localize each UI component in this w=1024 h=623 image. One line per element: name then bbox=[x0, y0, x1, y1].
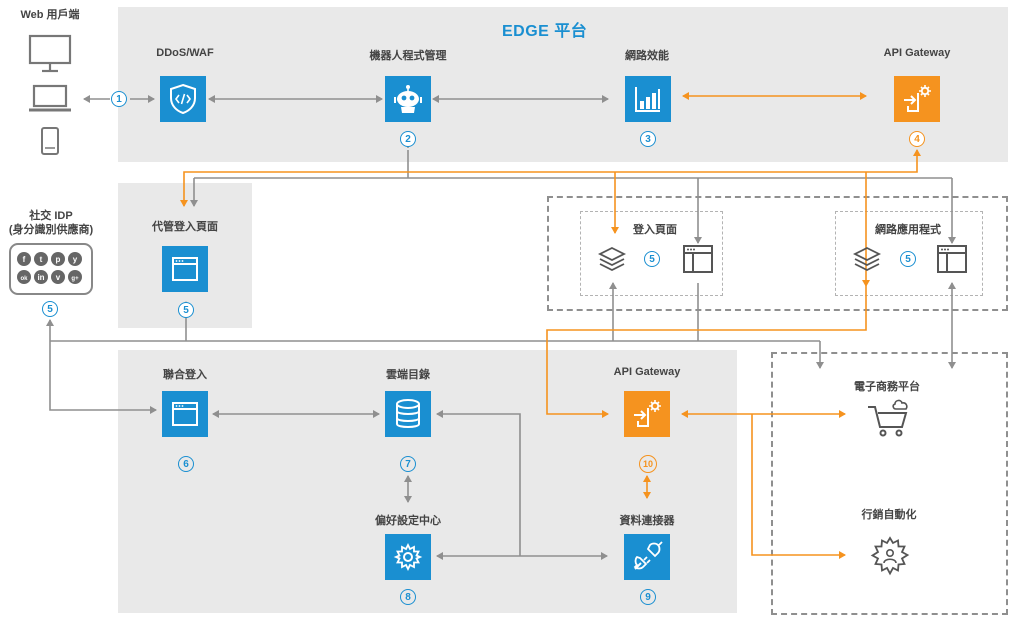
database-icon bbox=[396, 399, 420, 428]
data-connector-label: 資料連接器 bbox=[619, 515, 675, 527]
browser-window-icon bbox=[683, 245, 713, 273]
network-performance-box bbox=[625, 76, 671, 122]
step-7-badge: 7 bbox=[400, 456, 416, 472]
marketing-automation-label: 行銷自動化 bbox=[861, 509, 917, 521]
api-gateway-edge-box bbox=[894, 76, 940, 122]
step-5-hosted-badge: 5 bbox=[178, 302, 194, 318]
layers-icon bbox=[852, 246, 882, 272]
line-cloud-connector bbox=[436, 410, 521, 556]
api-gateway-box bbox=[624, 391, 670, 437]
bot-manager-label: 機器人程式管理 bbox=[369, 50, 447, 62]
ddos-waf-box bbox=[160, 76, 206, 122]
svg-text:g+: g+ bbox=[71, 276, 79, 282]
cloud-directory-label: 雲端目錄 bbox=[386, 369, 430, 381]
federation-box bbox=[162, 391, 208, 437]
browser-window-icon bbox=[937, 245, 967, 273]
svg-text:t: t bbox=[40, 255, 43, 264]
cart-cloud-icon bbox=[868, 399, 908, 437]
api-gateway-label: API Gateway bbox=[613, 366, 681, 378]
svg-text:ok: ok bbox=[20, 276, 28, 282]
laptop-icon bbox=[29, 84, 71, 112]
hosted-login-box bbox=[162, 246, 208, 292]
bar-chart-icon bbox=[635, 87, 660, 112]
gateway-gear-icon bbox=[634, 400, 661, 427]
step-1-badge: 1 bbox=[111, 91, 127, 107]
step-5-social-badge: 5 bbox=[42, 301, 58, 317]
step-5-login-badge: 5 bbox=[644, 251, 660, 267]
svg-text:y: y bbox=[73, 255, 78, 264]
social-idp-sublabel: (身分識別供應商) bbox=[8, 224, 94, 236]
plug-icon bbox=[633, 541, 663, 570]
third-party-region bbox=[771, 352, 1008, 615]
step-8-badge: 8 bbox=[400, 589, 416, 605]
data-connector-box bbox=[624, 534, 670, 580]
arrow-api-marketing bbox=[751, 414, 846, 559]
preference-center-label: 偏好設定中心 bbox=[375, 515, 441, 527]
step-2-badge: 2 bbox=[400, 131, 416, 147]
ecommerce-label: 電子商務平台 bbox=[854, 381, 920, 393]
web-app-label: 網路應用程式 bbox=[875, 224, 941, 236]
gateway-gear-icon bbox=[904, 85, 931, 112]
desktop-icon bbox=[28, 34, 72, 73]
svg-text:v: v bbox=[56, 273, 61, 282]
svg-text:in: in bbox=[37, 273, 44, 282]
gear-icon bbox=[393, 542, 423, 572]
browser-window-icon bbox=[172, 257, 198, 281]
step-9-badge: 9 bbox=[640, 589, 656, 605]
line-api-distribution bbox=[180, 149, 921, 207]
bot-manager-box bbox=[385, 76, 431, 122]
hosted-login-label: 代管登入頁面 bbox=[152, 221, 218, 233]
ddos-waf-label: DDoS/WAF bbox=[156, 47, 214, 59]
preference-center-box bbox=[385, 534, 431, 580]
step-10-badge: 10 bbox=[639, 455, 657, 473]
step-5-webapp-badge: 5 bbox=[900, 251, 916, 267]
step-3-badge: 3 bbox=[640, 131, 656, 147]
browser-window-icon bbox=[172, 402, 198, 426]
mobile-icon bbox=[41, 127, 59, 155]
social-network-icons: f t p y ok in v g+ bbox=[17, 252, 82, 284]
social-idp-label: 社交 IDP bbox=[29, 210, 73, 222]
edge-platform-panel bbox=[118, 7, 1008, 162]
robot-icon bbox=[394, 85, 422, 113]
step-4-badge: 4 bbox=[909, 131, 925, 147]
user-gear-icon bbox=[870, 536, 910, 576]
login-page-label: 登入頁面 bbox=[633, 224, 677, 236]
federation-label: 聯合登入 bbox=[163, 369, 207, 381]
step-6-badge: 6 bbox=[178, 456, 194, 472]
cloud-directory-box bbox=[385, 391, 431, 437]
edge-platform-title: EDGE 平台 bbox=[502, 23, 588, 40]
api-gateway-edge-label: API Gateway bbox=[883, 47, 951, 59]
social-icons-card: f t p y ok in v g+ bbox=[9, 243, 93, 295]
svg-text:f: f bbox=[23, 255, 26, 264]
shield-code-icon bbox=[170, 83, 196, 115]
layers-icon bbox=[597, 246, 627, 272]
svg-text:p: p bbox=[56, 255, 61, 264]
web-clients-label: Web 用戶端 bbox=[20, 9, 80, 21]
network-performance-label: 網路效能 bbox=[625, 50, 669, 62]
